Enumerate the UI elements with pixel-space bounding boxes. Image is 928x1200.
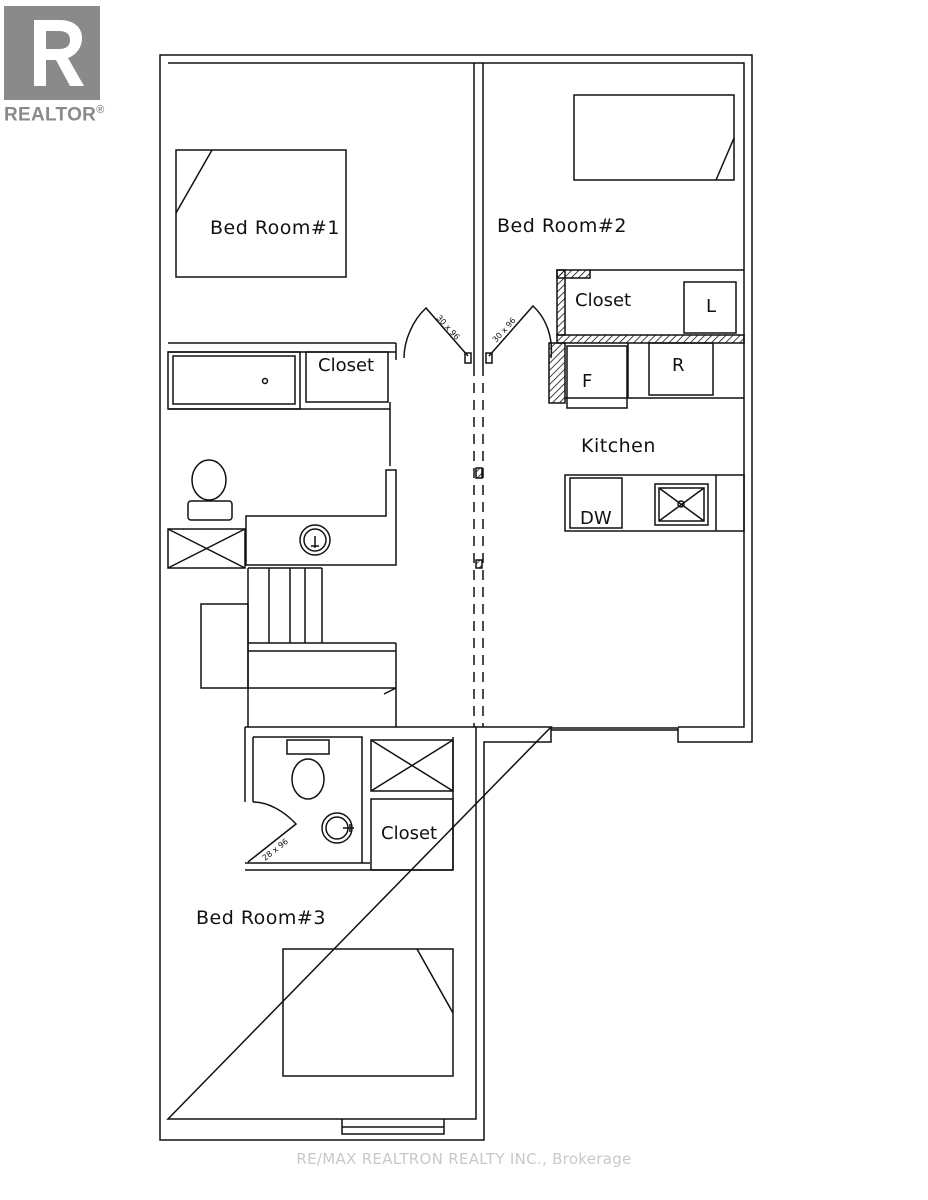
freezer-label: F xyxy=(582,371,592,392)
kitchen-upper-counter xyxy=(548,342,744,409)
room-label-bedroom2: Bed Room#2 xyxy=(497,215,627,237)
bath1-wall xyxy=(168,402,391,466)
room-label-bedroom3: Bed Room#3 xyxy=(196,907,326,929)
toilet-bath1 xyxy=(187,459,233,521)
kitchen-lower-counter xyxy=(564,474,745,532)
closet-bath-box xyxy=(305,351,389,403)
sink-bath3 xyxy=(321,812,354,844)
exterior-wall xyxy=(159,54,753,1141)
linen-box-lower xyxy=(370,739,454,792)
bed-bedroom1 xyxy=(175,149,347,278)
stairs xyxy=(200,567,397,727)
door-dimension-bedroom1: 30 x 96 xyxy=(435,313,462,341)
logo-text: REALTOR xyxy=(4,104,97,126)
realtor-logo: REALTOR® xyxy=(4,6,108,130)
registered-mark: ® xyxy=(96,104,105,116)
brokerage-watermark: RE/MAX REALTRON REALTY INC., Brokerage xyxy=(296,1150,632,1168)
door-bedroom2 xyxy=(485,304,553,364)
dishwasher-label: DW xyxy=(580,508,612,529)
door-bedroom1 xyxy=(403,306,472,364)
closet-label-bedroom2: Closet xyxy=(575,290,631,311)
room-label-kitchen: Kitchen xyxy=(581,435,656,457)
closet-label-bedroom3: Closet xyxy=(381,823,437,844)
realtor-r-logo-icon xyxy=(4,6,100,100)
linen-box-upper xyxy=(167,528,246,569)
bathtub xyxy=(167,351,301,410)
center-partition-wall xyxy=(473,63,484,727)
laundry-label: L xyxy=(706,296,716,317)
closet-label-bath: Closet xyxy=(318,355,374,376)
toilet-bath3 xyxy=(286,739,330,800)
closet-bedroom3-box xyxy=(370,798,454,871)
vanity-bath1 xyxy=(245,469,397,566)
refrigerator-label: R xyxy=(672,355,685,376)
door-bath3 xyxy=(247,801,298,863)
room-label-bedroom1: Bed Room#1 xyxy=(210,217,340,239)
bed-bedroom3 xyxy=(282,948,454,1077)
door-dimension-bedroom2: 30 x 96 xyxy=(491,316,518,344)
bed-bedroom2 xyxy=(573,94,735,181)
